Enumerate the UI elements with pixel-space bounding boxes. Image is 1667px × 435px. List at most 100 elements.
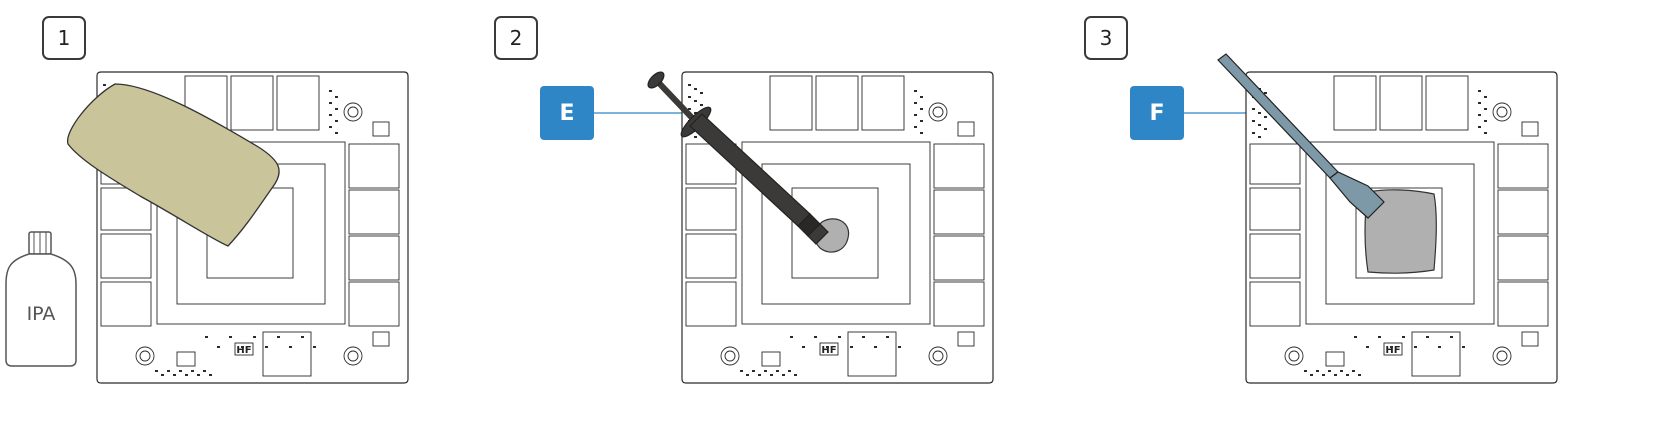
smd-component [914,114,917,116]
smd-component [694,136,697,138]
smd-component [1258,124,1261,126]
small-chip [1325,351,1345,367]
smd-component [1252,108,1255,110]
smd-component [688,84,691,86]
memory-chip [1497,189,1549,235]
smd-component [920,96,923,98]
mounting-hole-inner [1496,350,1508,362]
smd-component [1322,374,1325,376]
step-3-panel: 3 F HF [1084,0,1667,435]
smd-component [920,120,923,122]
gpu-package [741,141,931,325]
memory-chip [348,235,400,281]
callout-e: E [540,86,594,140]
step-1-panel: 1 HF IPA [0,0,540,435]
capacitor [1521,331,1539,347]
mounting-hole-inner [347,350,359,362]
smd-component [1252,132,1255,134]
mounting-hole [343,346,363,366]
memory-chip [230,75,274,131]
smd-component [1484,108,1487,110]
smd-component [1414,346,1417,348]
smd-component [1258,112,1261,114]
smd-component [1334,374,1337,376]
step-2-badge: 2 [494,16,538,60]
memory-chip [1249,187,1301,231]
smd-component [209,374,212,376]
smd-component [826,346,829,348]
smd-component [329,126,332,128]
mounting-hole [720,346,740,366]
smd-component [740,370,743,372]
smd-component [914,90,917,92]
mounting-hole [343,102,363,122]
spatula [1217,53,1385,219]
memory-chip [348,143,400,189]
smd-component [914,102,917,104]
smd-component [1310,374,1313,376]
memory-chip [685,281,737,327]
smd-component [814,336,817,338]
smd-component [694,100,697,102]
smd-component [694,112,697,114]
smd-component [886,336,889,338]
hf-marking: HF [821,345,836,356]
smd-component [770,374,773,376]
smd-component [1366,346,1369,348]
memory-chip [1379,75,1423,131]
capacitor [957,121,975,137]
memory-chip [685,187,737,231]
smd-component [173,374,176,376]
smd-component [1258,136,1261,138]
memory-chip [348,189,400,235]
controller-chip [1411,331,1461,377]
smd-component [1264,92,1267,94]
smd-component [335,132,338,134]
thermal-paste-spread [1364,189,1437,274]
smd-component [1462,346,1465,348]
smd-component [688,96,691,98]
smd-component [335,108,338,110]
smd-component [1354,336,1357,338]
memory-chip [1249,233,1301,279]
memory-chip [1497,143,1549,189]
mounting-hole-inner [724,350,736,362]
smd-component [746,374,749,376]
smd-component [161,374,164,376]
step-3-number: 3 [1099,26,1113,50]
mounting-hole [1492,346,1512,366]
mounting-hole [1284,346,1304,366]
step-2-number: 2 [509,26,523,50]
smd-component [782,374,785,376]
cleaning-cloth [67,83,280,247]
memory-chip [100,233,152,279]
mounting-hole [928,102,948,122]
smd-component [920,108,923,110]
mounting-hole-inner [1288,350,1300,362]
gpu-substrate [761,163,911,305]
smd-component [694,88,697,90]
smd-component [301,336,304,338]
smd-component [850,346,853,348]
smd-component [1450,336,1453,338]
small-chip [761,351,781,367]
smd-component [700,104,703,106]
gpu-die [1355,187,1443,279]
memory-chip [1249,143,1301,185]
thermal-paste-syringe [647,71,829,245]
smd-component [167,370,170,372]
hf-marking: HF [236,345,251,356]
smd-component [752,370,755,372]
smd-component [1316,370,1319,372]
smd-component [203,370,206,372]
small-chip [176,351,196,367]
controller-chip [262,331,312,377]
mounting-hole-inner [932,350,944,362]
smd-component [277,336,280,338]
smd-component [197,374,200,376]
smd-component [217,346,220,348]
smd-component [329,114,332,116]
smd-component [103,84,106,86]
memory-chip [933,143,985,189]
smd-component [205,336,208,338]
